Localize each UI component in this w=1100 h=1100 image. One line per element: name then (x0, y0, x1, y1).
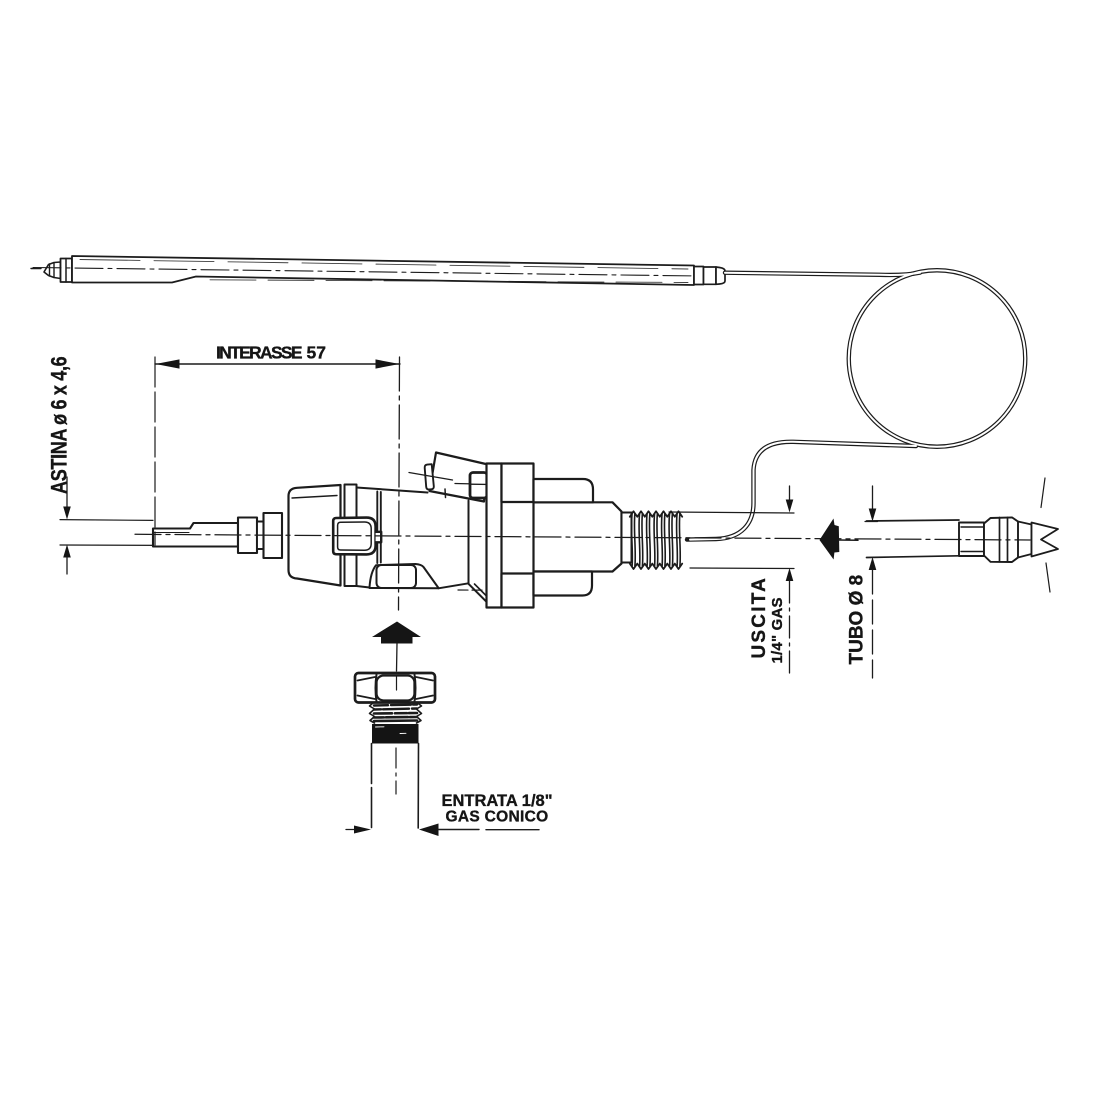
svg-text:USCITA: USCITA (749, 576, 770, 659)
svg-text:1/4" GAS: 1/4" GAS (769, 597, 786, 663)
svg-text:ASTINA ø 6 x 4,6: ASTINA ø 6 x 4,6 (48, 356, 72, 494)
svg-text:57: 57 (307, 343, 326, 363)
svg-text:ENTRATA 1/8": ENTRATA 1/8" (441, 792, 552, 810)
svg-text:INTERASSE: INTERASSE (216, 343, 302, 363)
svg-text:GAS CONICO: GAS CONICO (446, 809, 549, 826)
svg-text:TUBO Ø 8: TUBO Ø 8 (847, 575, 868, 665)
